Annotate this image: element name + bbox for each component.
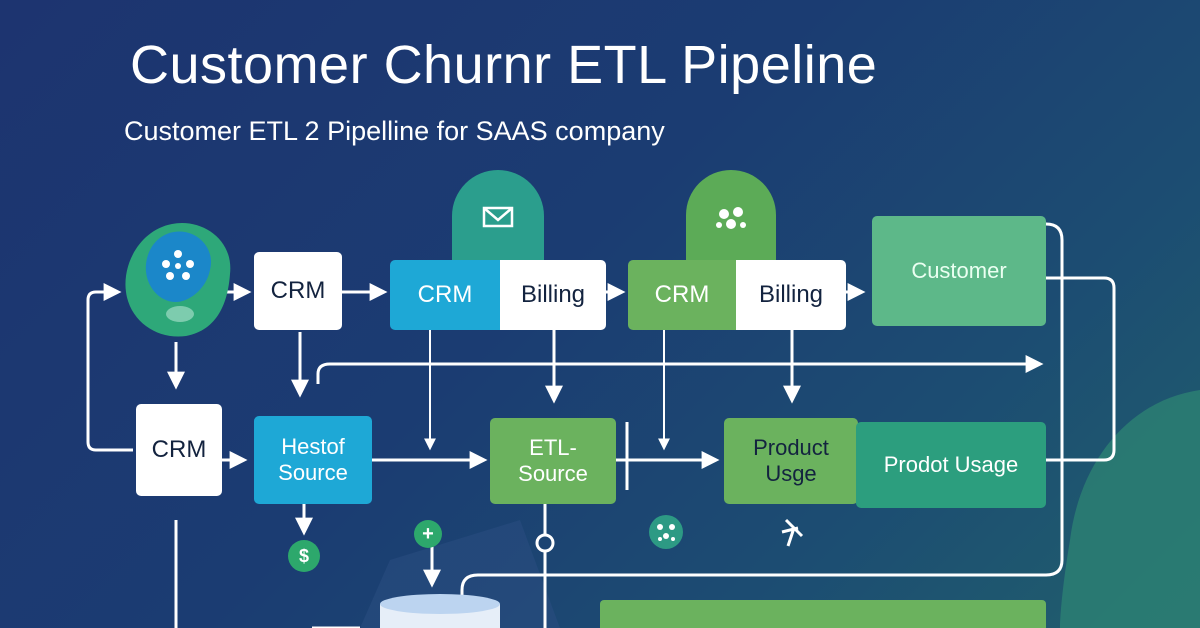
envelope-icon [482, 206, 514, 228]
database-icon [380, 594, 500, 628]
crm-node-blue[interactable]: CRM [390, 260, 500, 330]
billing-node-2[interactable]: Billing [736, 260, 846, 330]
dollar-icon: $ [288, 540, 320, 572]
pin-icon [781, 518, 804, 547]
hestof-source-node[interactable]: Hestof Source [254, 416, 372, 504]
source-node[interactable] [122, 218, 240, 342]
network-icon [649, 515, 683, 549]
product-usage-node-2[interactable]: Prodot Usage [856, 422, 1046, 508]
page-subtitle: Customer ETL 2 Pipelline for SAAS compan… [124, 116, 665, 146]
crm-node-top[interactable]: CRM [254, 252, 342, 330]
crm-node-mid[interactable]: CRM [136, 404, 222, 496]
billing-node-1[interactable]: Billing [500, 260, 606, 330]
people-icon [716, 207, 746, 229]
product-usage-node-1[interactable]: Product Usge [724, 418, 858, 504]
bottom-output-node [600, 600, 1046, 628]
plus-icon: + [414, 520, 442, 548]
crm-node-green[interactable]: CRM [628, 260, 736, 330]
page-title: Customer Churnr ETL Pipeline [130, 35, 878, 95]
network-hub-icon [162, 250, 194, 280]
mail-tab [452, 170, 544, 262]
customer-node[interactable]: Customer [872, 216, 1046, 326]
etl-source-node[interactable]: ETL- Source [490, 418, 616, 504]
people-tab [686, 170, 776, 262]
